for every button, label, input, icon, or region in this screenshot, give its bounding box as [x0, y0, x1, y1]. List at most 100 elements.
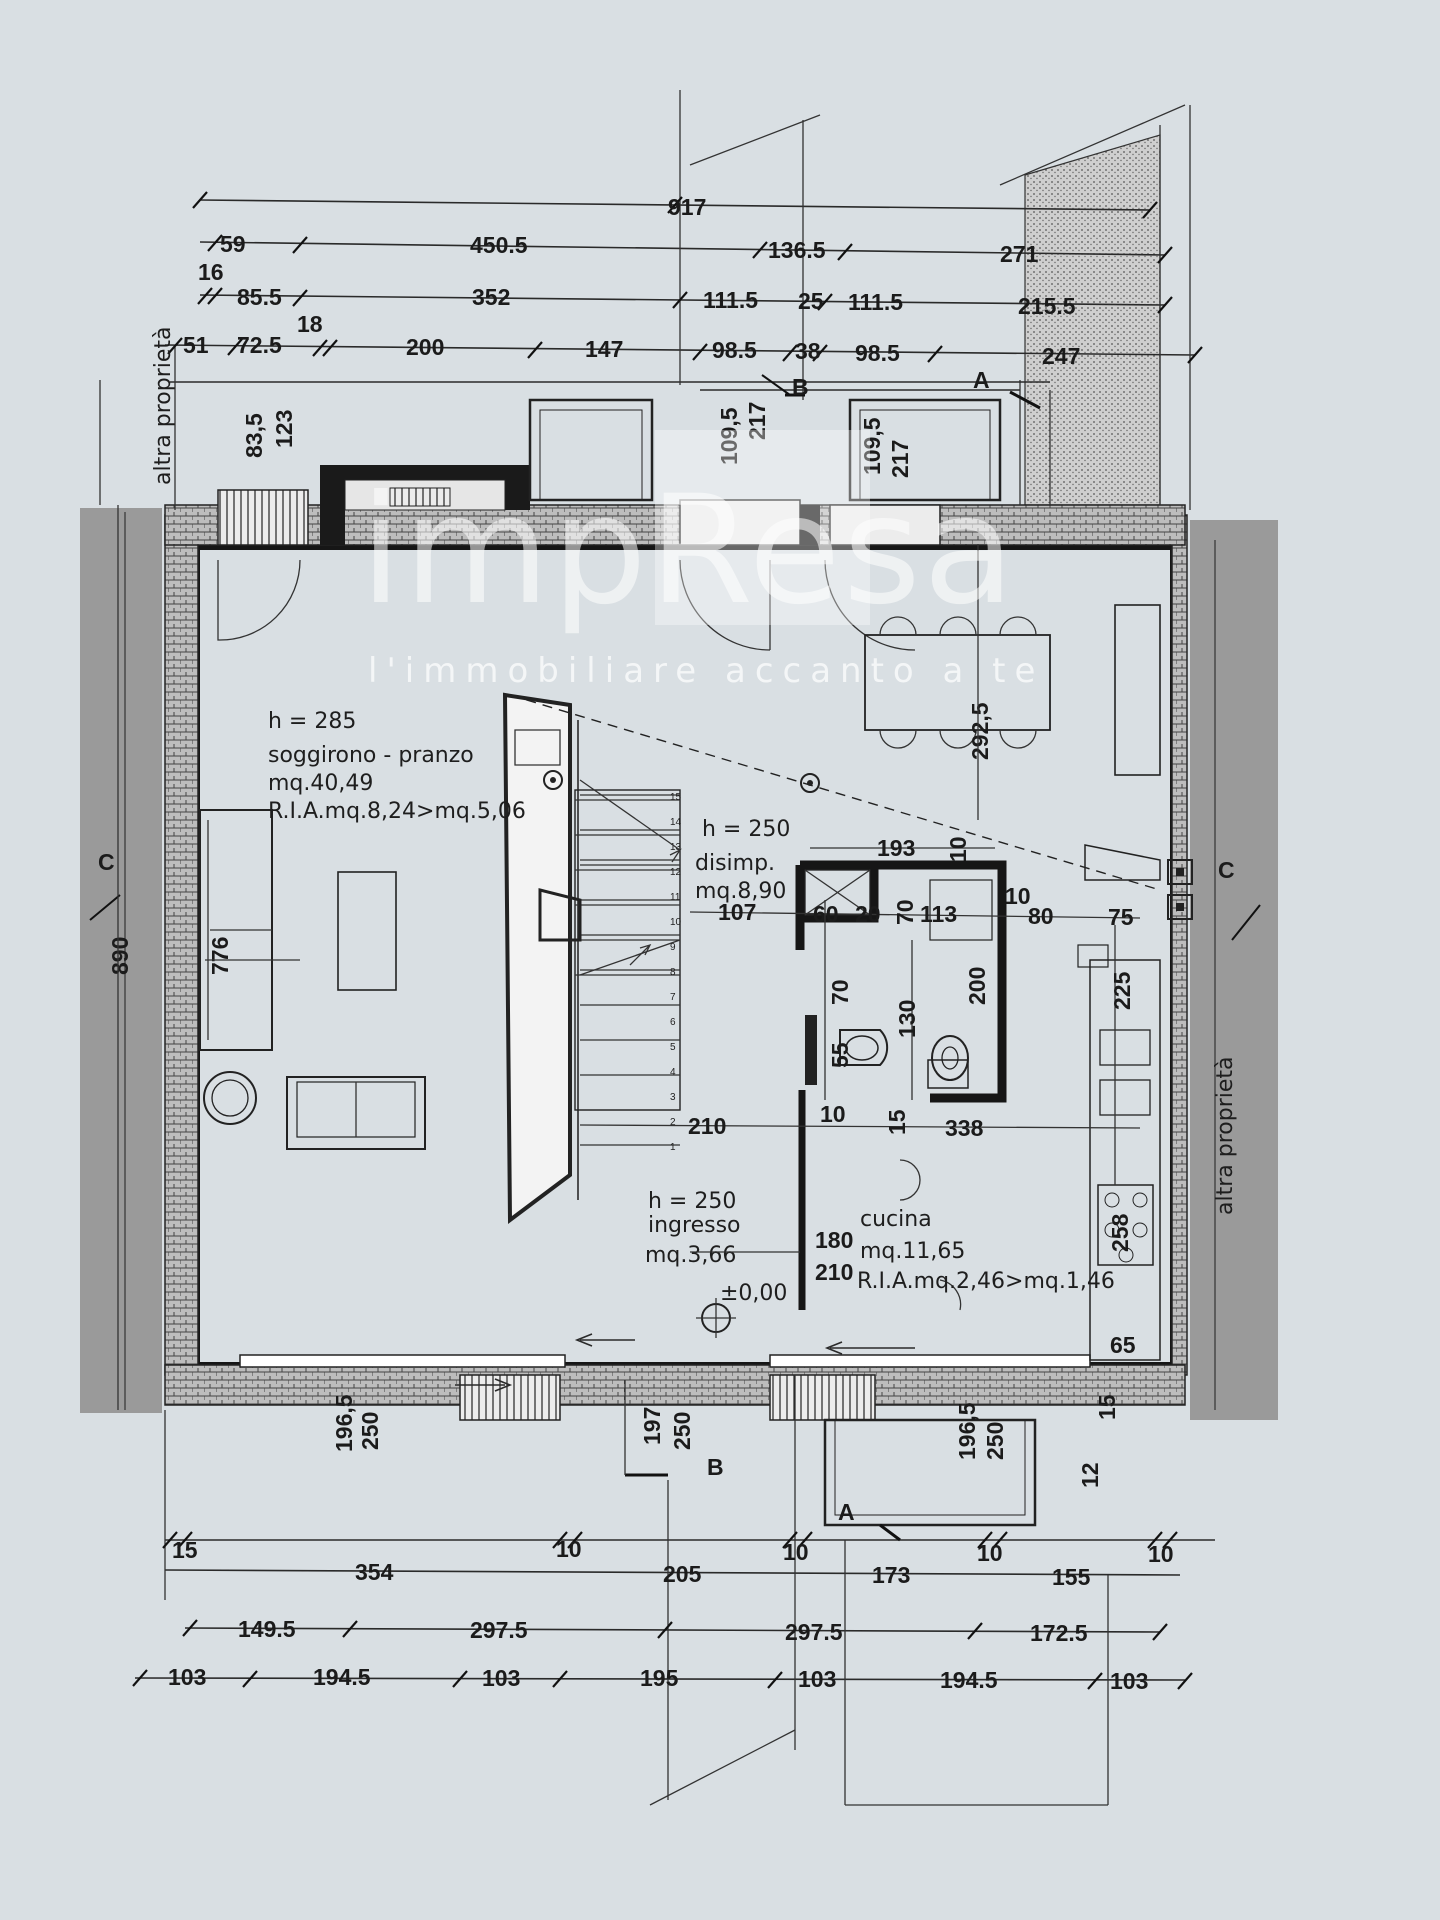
- dimension-tick: [167, 337, 183, 355]
- dimension-tick: [162, 1531, 178, 1549]
- door-swing-center: [679, 559, 771, 651]
- dim-75: 75: [1108, 904, 1134, 930]
- dimension-tick: [782, 1531, 798, 1549]
- dim-b10d: 10: [1148, 1541, 1174, 1567]
- living-height: h = 285: [268, 709, 356, 734]
- dimension-tick: [1147, 1531, 1163, 1549]
- dim-210b: 210: [815, 1259, 853, 1285]
- dimension-tick: [672, 291, 688, 309]
- dim-b297-5a: 297.5: [470, 1617, 528, 1643]
- dim-258: 258: [1107, 1213, 1133, 1252]
- dim-210a: 210: [688, 1113, 726, 1139]
- dimension-tick: [1152, 1623, 1168, 1641]
- dim-271: 271: [1000, 241, 1039, 267]
- watermark-tagline: l'immobiliare accanto a te: [368, 651, 1044, 691]
- dim-200-bath: 200: [964, 967, 990, 1005]
- dimension-tick: [552, 1531, 568, 1549]
- stair-number: 10: [670, 917, 682, 928]
- dimension-tick: [752, 241, 768, 259]
- dim-352: 352: [472, 284, 510, 310]
- dim-147: 147: [585, 336, 623, 362]
- stair-number: 1: [670, 1142, 676, 1153]
- dimension-tick: [552, 1670, 568, 1688]
- dim-109-5b: 109,5: [859, 417, 885, 475]
- dimension-tick: [132, 1669, 148, 1687]
- dimension-tick: [1177, 1672, 1193, 1690]
- column-marks: [543, 770, 820, 1338]
- dimension-tick: [967, 1622, 983, 1640]
- dimension-tick: [197, 287, 213, 305]
- dim-70b: 70: [827, 979, 853, 1005]
- section-mark-c-left: C: [98, 849, 115, 875]
- dim-217a: 217: [744, 402, 770, 440]
- dim-109-5a: 109,5: [716, 407, 742, 465]
- dimension-tick: [1157, 296, 1173, 314]
- dimension-tick: [782, 344, 798, 362]
- dimension-tick: [452, 1670, 468, 1688]
- dim-196-5b: 196,5: [954, 1402, 980, 1460]
- hall-area: mq.8,90: [695, 879, 786, 904]
- dim-b194-5a: 194.5: [313, 1664, 371, 1690]
- dim-b149-5: 149.5: [238, 1616, 296, 1642]
- dimension-tick: [767, 1671, 783, 1689]
- garden-area: [1024, 134, 1161, 506]
- entrance-height: h = 250: [648, 1189, 736, 1214]
- dim-60: 60: [813, 901, 839, 927]
- door-swing-left: [217, 559, 301, 641]
- stair-number: 11: [670, 892, 681, 903]
- stair-projection-line: [509, 694, 1161, 891]
- dim-12: 12: [1077, 1462, 1103, 1488]
- dim-197: 197: [639, 1407, 665, 1445]
- bottom-openings: [239, 1333, 1091, 1527]
- living-furniture: [199, 809, 426, 1150]
- dim-b297-5b: 297.5: [785, 1619, 843, 1645]
- dim-labels-bottom: 15 354 10 205 10 173 10 155 10 149.5 297…: [168, 1536, 1174, 1694]
- dim-113: 113: [920, 901, 957, 927]
- living-name: soggirono - pranzo: [268, 743, 474, 768]
- dimension-tick: [342, 1620, 358, 1638]
- window-dims-top: 83,5 123 109,5 217 109,5 217: [241, 402, 913, 478]
- window-dims-bottom: 196,5 250 197 250 196,5 250: [331, 1394, 1008, 1460]
- dim-111-5a: 111.5: [703, 287, 758, 313]
- dim-85-5: 85.5: [237, 284, 282, 310]
- watermark: impResa l'immobiliare accanto a te: [360, 430, 1044, 691]
- dim-55: 55: [827, 1042, 853, 1068]
- dim-b354: 354: [355, 1559, 394, 1585]
- dim-80: 80: [1028, 903, 1054, 929]
- dimension-tick: [977, 1531, 993, 1549]
- section-mark-a-top: A: [973, 367, 990, 393]
- dim-b155: 155: [1052, 1564, 1091, 1590]
- dim-b103c: 103: [798, 1666, 836, 1692]
- dim-136-5: 136.5: [768, 237, 826, 263]
- dim-25: 25: [798, 288, 824, 314]
- dining-table: [864, 604, 1161, 776]
- dimension-tick: [322, 339, 338, 357]
- door-swing-dining: [824, 559, 916, 651]
- dim-b173: 173: [872, 1562, 910, 1588]
- dim-196-5a: 196,5: [331, 1394, 357, 1452]
- section-mark-b-bottom: B: [707, 1454, 724, 1480]
- neighbor-label-left: altra proprietà: [151, 327, 176, 486]
- dim-72-5: 72.5: [237, 332, 282, 358]
- dim-10a: 10: [945, 836, 971, 862]
- section-markers: B A C C B A: [89, 367, 1261, 1525]
- room-label-living: h = 285 soggirono - pranzo mq.40,49 R.I.…: [268, 709, 526, 824]
- dim-70a: 70: [892, 899, 918, 925]
- dim-247: 247: [1042, 343, 1080, 369]
- dimension-tick: [927, 345, 943, 363]
- dimension-lines-top: [99, 90, 1196, 510]
- stair-number: 12: [670, 867, 682, 878]
- section-mark-c-right: C: [1218, 857, 1235, 883]
- stair-number: 2: [670, 1117, 676, 1128]
- dimension-tick: [292, 289, 308, 307]
- stair-number: 4: [670, 1067, 676, 1078]
- dim-111-5b: 111.5: [848, 289, 903, 315]
- stair-number: 9: [670, 942, 676, 953]
- room-label-hall: h = 250 disimp. mq.8,90: [695, 817, 790, 904]
- dim-b15: 15: [172, 1537, 198, 1563]
- room-label-kitchen: cucina mq.11,65 R.I.A.mq.2,46>mq.1,46: [857, 1207, 1115, 1294]
- dim-labels-top: 917 59 450.5 136.5 271 16 85.5 352 111.5…: [183, 194, 1080, 369]
- dimension-tick: [182, 1619, 198, 1637]
- entrance-name: ingresso: [648, 1213, 741, 1238]
- dim-10b: 10: [1005, 883, 1031, 909]
